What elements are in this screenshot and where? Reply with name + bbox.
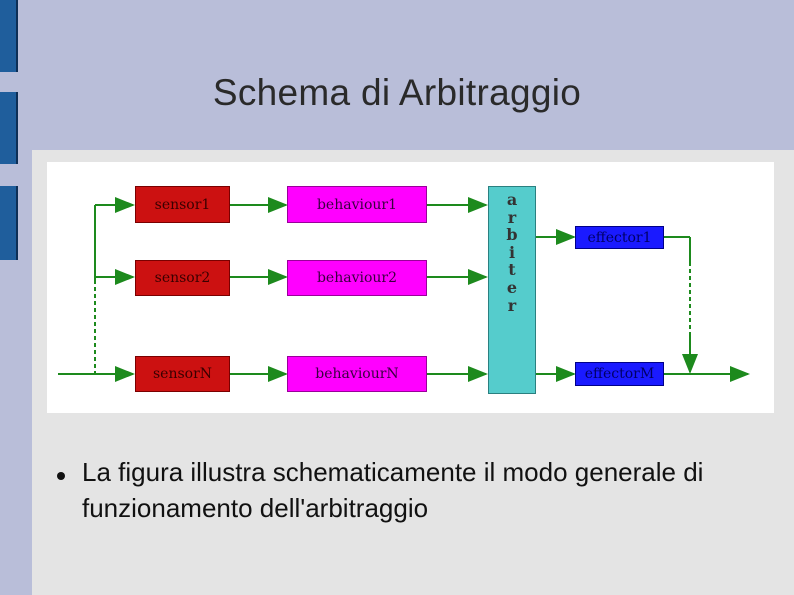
sensor-2-box: sensor2: [135, 260, 230, 296]
arbiter-letter: a: [506, 190, 518, 209]
sensor-n-box: sensorN: [135, 356, 230, 392]
effector-m-box: effectorM: [575, 362, 664, 386]
left-accent-bar-1: [0, 0, 18, 72]
behaviour-n-box: behaviourN: [287, 356, 427, 392]
effector-1-box: effector1: [575, 226, 664, 249]
left-accent-bar-2: [0, 92, 18, 164]
behaviour-1-box: behaviour1: [287, 186, 427, 223]
arbiter-letter: b: [506, 225, 518, 245]
left-accent-bar-3: [0, 186, 18, 260]
arbiter-letter: e: [506, 277, 518, 297]
arbiter-letter: r: [507, 207, 517, 227]
sensor-1-box: sensor1: [135, 186, 230, 223]
bullet-text: La figura illustra schematicamente il mo…: [82, 457, 704, 523]
arbiter-letter: i: [508, 242, 516, 262]
arbiter-box: a r b i t e r: [488, 186, 536, 394]
behaviour-2-box: behaviour2: [287, 260, 427, 296]
arbiter-letter: r: [507, 295, 517, 315]
slide-title: Schema di Arbitraggio: [212, 72, 582, 113]
arbiter-letter: t: [508, 260, 516, 280]
bullet-dot: [57, 472, 65, 480]
